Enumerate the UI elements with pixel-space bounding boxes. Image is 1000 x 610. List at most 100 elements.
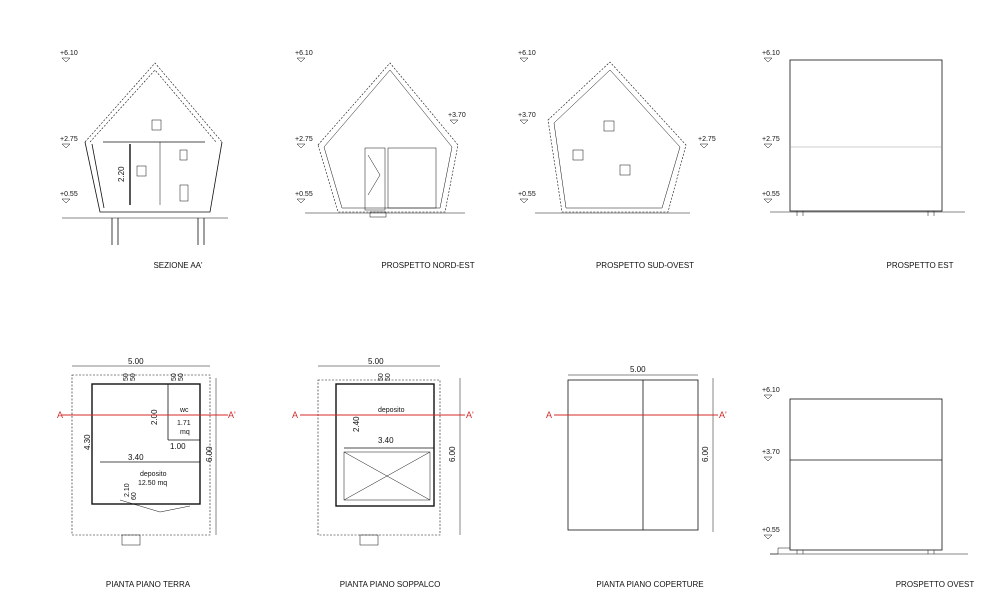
glazing-panel <box>387 147 437 209</box>
plan-width-dim: 5.00 <box>368 357 384 366</box>
caption-est: PROSPETTO EST <box>887 261 954 270</box>
room-deposito-label: deposito <box>378 407 405 414</box>
step-icon <box>770 547 790 555</box>
level-marker-icon <box>61 143 71 149</box>
section-mark-right: A' <box>466 410 474 420</box>
stair-dim-b: 60 <box>131 492 138 500</box>
level-label-mid: +2.75 <box>762 136 780 143</box>
level-label-ground: +0.55 <box>518 191 536 198</box>
level-label-mid: +2.75 <box>295 136 313 143</box>
caption-pianta-soppalco: PIANTA PIANO SOPPALCO <box>340 580 441 589</box>
section-mark-left: A <box>57 410 63 420</box>
window-icon <box>603 120 615 132</box>
elevation-nord-est: +6.10 +3.70 +2.75 +0.55 PROSPETTO NORD-E… <box>295 50 475 270</box>
level-marker-icon <box>763 394 773 400</box>
room-wc-area: 1.71 <box>177 420 191 427</box>
level-label-mid: +2.75 <box>698 136 716 143</box>
small-dim: 1.00 <box>170 442 186 451</box>
level-marker-icon <box>763 534 773 540</box>
level-marker-icon <box>296 198 306 204</box>
window-icon <box>619 164 631 176</box>
section-mark-right: A' <box>719 410 727 420</box>
section-walls <box>84 141 223 213</box>
plan-width-dim: 5.00 <box>630 365 646 374</box>
void-area <box>343 451 431 501</box>
elevation-sud-ovest: +6.10 +3.70 +2.75 +0.55 PROSPETTO SUD-OV… <box>518 50 716 270</box>
caption-ovest: PROSPETTO OVEST <box>896 580 975 589</box>
section-mark-left: A <box>546 410 552 420</box>
level-marker-icon <box>699 143 709 149</box>
wall-inner <box>91 143 105 209</box>
level-label-ground: +0.55 <box>762 191 780 198</box>
void-cross-icon <box>343 451 431 501</box>
window-icon <box>179 149 188 161</box>
facade-outline <box>789 59 943 212</box>
section-aa-drawing: +6.10 +2.75 +0.55 2.20 SEZIONE AA' <box>60 50 228 270</box>
fixture-icon <box>179 184 189 202</box>
level-label-mid: +2.75 <box>60 136 78 143</box>
elevation-ovest: +6.10 +3.70 +0.55 PROSPETTO OVEST <box>762 387 974 589</box>
plan-width-dim: 5.00 <box>128 357 144 366</box>
plan-walls <box>335 383 435 507</box>
room-deposito-label: deposito <box>140 471 167 478</box>
level-marker-icon <box>61 57 71 63</box>
top-dim-a: 50 <box>378 373 385 381</box>
level-marker-icon <box>763 143 773 149</box>
plan-outline <box>71 374 211 536</box>
top-dim-d: 50 <box>178 373 185 381</box>
level-label-side: +3.70 <box>448 112 466 119</box>
plan-piano-soppalco: 5.00 50 50 deposito 3.40 2.40 6.00 A A' … <box>292 357 474 589</box>
roof-outline <box>567 379 699 531</box>
inner-width-dim: 3.40 <box>378 436 394 445</box>
facade-outline <box>317 62 459 213</box>
level-label-top: +6.10 <box>295 50 313 57</box>
window-icon <box>151 119 162 131</box>
top-dim-b: 50 <box>130 373 137 381</box>
level-label-side: +3.70 <box>762 449 780 456</box>
plan-piano-terra: 5.00 50 50 50 50 wc 1.71 mq 2.00 1.00 3.… <box>57 357 236 589</box>
foundation-piers <box>796 550 935 554</box>
level-marker-icon <box>763 198 773 204</box>
foundation-piers <box>796 211 935 216</box>
stair-icon <box>119 499 191 513</box>
level-label-top: +6.10 <box>762 50 780 57</box>
roof-outline <box>84 62 223 143</box>
elevation-est: +6.10 +2.75 +0.55 PROSPETTO EST <box>762 50 965 270</box>
room-deposito-area: 12.50 mq <box>138 480 167 487</box>
facade-outline <box>789 398 943 551</box>
top-dim-c: 50 <box>171 373 178 381</box>
section-height-dim: 2.20 <box>117 166 126 182</box>
plan-piano-coperture: 5.00 6.00 A A' PIANTA PIANO COPERTURE <box>546 365 727 589</box>
plan-depth-dim: 6.00 <box>448 446 457 462</box>
facade-outline <box>547 61 687 213</box>
soppalco-height-dim: 2.40 <box>352 416 361 432</box>
level-marker-icon <box>296 143 306 149</box>
level-marker-icon <box>763 57 773 63</box>
top-dim-b: 50 <box>385 373 392 381</box>
stair-dim: 2.10 <box>124 483 131 497</box>
level-marker-icon <box>519 198 529 204</box>
step-icon <box>121 534 141 546</box>
level-label-top: +6.10 <box>762 387 780 394</box>
plan-depth-dim: 6.00 <box>701 446 710 462</box>
section-mark-left: A <box>292 410 298 420</box>
caption-nord-est: PROSPETTO NORD-EST <box>381 261 474 270</box>
step-icon <box>359 534 379 546</box>
caption-pianta-terra: PIANTA PIANO TERRA <box>106 580 191 589</box>
foundation-piers <box>111 218 205 245</box>
plan-outline <box>317 379 441 536</box>
level-marker-icon <box>61 198 71 204</box>
level-marker-icon <box>763 456 773 462</box>
terra-height-dim: 4.30 <box>83 434 92 450</box>
step-icon <box>369 211 387 218</box>
roof-inner <box>89 69 217 143</box>
facade-inner <box>553 69 681 209</box>
caption-pianta-coperture: PIANTA PIANO COPERTURE <box>596 580 703 589</box>
top-dim-a: 50 <box>123 373 130 381</box>
facade-inner <box>323 69 453 209</box>
level-label-ground: +0.55 <box>60 191 78 198</box>
window-icon <box>136 165 147 177</box>
level-marker-icon <box>296 57 306 63</box>
level-label-top: +6.10 <box>60 50 78 57</box>
